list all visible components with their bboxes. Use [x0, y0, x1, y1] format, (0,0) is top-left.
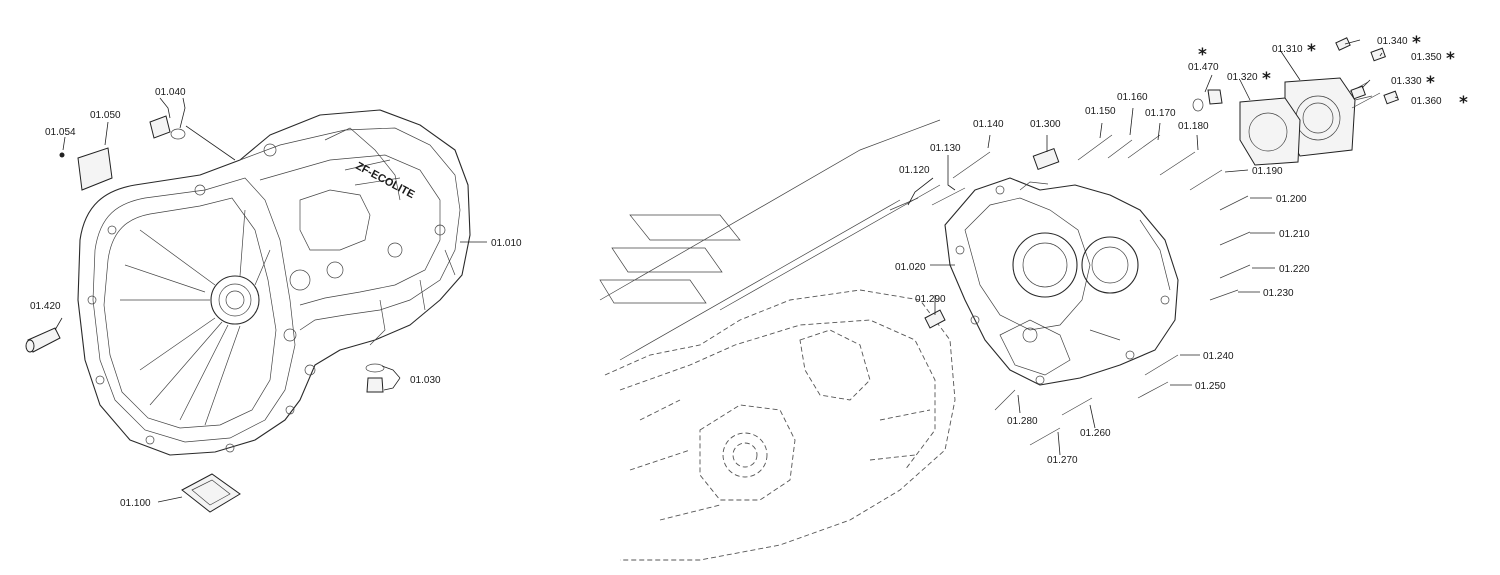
label-01150: 01.150	[1085, 106, 1116, 117]
label-01420: 01.420	[30, 301, 61, 312]
part-01054-plug	[59, 152, 65, 158]
label-01010: 01.010	[491, 238, 522, 249]
rear-housing-01020	[944, 177, 1179, 386]
bolt-set	[889, 37, 1399, 446]
label-01290: 01.290	[915, 294, 946, 305]
label-01040: 01.040	[155, 87, 186, 98]
star-01340: *	[1412, 33, 1421, 53]
label-01030: 01.030	[410, 375, 441, 386]
label-01240: 01.240	[1203, 351, 1234, 362]
main-transmission-housing: ZF-ECOLITE	[77, 109, 471, 456]
label-01300: 01.300	[1030, 119, 1061, 130]
label-01050: 01.050	[90, 110, 121, 121]
label-01340: 01.340	[1377, 36, 1408, 47]
label-01260: 01.260	[1080, 428, 1111, 439]
label-01100: 01.100	[120, 498, 151, 509]
part-01420-pin	[25, 327, 61, 353]
label-01190: 01.190	[1252, 166, 1283, 177]
housing-brand-text: ZF-ECOLITE	[354, 160, 417, 201]
ghosted-transmission-outline	[599, 119, 956, 561]
label-01230: 01.230	[1263, 288, 1294, 299]
star-01330: *	[1426, 73, 1435, 93]
label-01160: 01.160	[1117, 92, 1148, 103]
label-01320: 01.320	[1227, 72, 1258, 83]
star-01470: *	[1198, 45, 1207, 65]
callout-labels: 01.040 01.050 01.054 01.010 01.420 01.03…	[30, 33, 1468, 509]
part-01030-drain-plug	[365, 363, 385, 393]
label-01210: 01.210	[1279, 229, 1310, 240]
label-01250: 01.250	[1195, 381, 1226, 392]
label-01220: 01.220	[1279, 264, 1310, 275]
label-01360: 01.360	[1411, 96, 1442, 107]
part-01040-breather	[149, 115, 186, 140]
label-01170: 01.170	[1145, 108, 1176, 119]
star-01360: *	[1459, 93, 1468, 113]
label-01270: 01.270	[1047, 455, 1078, 466]
part-01100-oil-pan-gasket	[181, 473, 241, 513]
label-01054: 01.054	[45, 127, 76, 138]
label-01470: 01.470	[1188, 62, 1219, 73]
label-01120: 01.120	[899, 165, 930, 176]
label-01280: 01.280	[1007, 416, 1038, 427]
label-01310: 01.310	[1272, 44, 1303, 55]
part-01050-cover-plate	[77, 147, 113, 191]
star-01310: *	[1307, 41, 1316, 61]
label-01020: 01.020	[895, 262, 926, 273]
label-01140: 01.140	[973, 119, 1004, 130]
leader-lines	[54, 39, 1399, 503]
label-01200: 01.200	[1276, 194, 1307, 205]
star-01320: *	[1262, 69, 1271, 89]
part-01470-plug	[1192, 89, 1223, 112]
label-01350: 01.350	[1411, 52, 1442, 63]
label-01330: 01.330	[1391, 76, 1422, 87]
part-01320-gasket	[1239, 97, 1301, 166]
label-01130: 01.130	[930, 143, 961, 154]
star-01350: *	[1446, 49, 1455, 69]
label-01180: 01.180	[1178, 121, 1209, 132]
